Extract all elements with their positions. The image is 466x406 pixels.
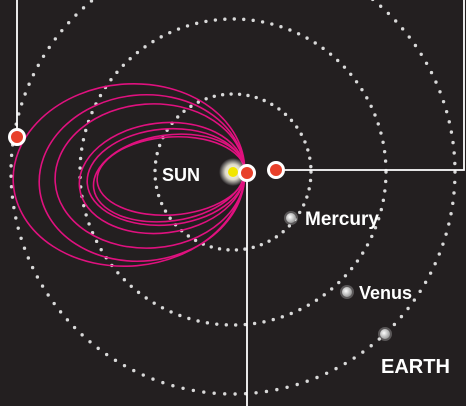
venus-orbit [78,17,388,327]
venus-label: Venus [359,283,412,303]
probe-loop [38,93,246,263]
position-marker-icon [267,161,285,179]
mercury-orbit [153,92,313,252]
probe-orbit [12,82,246,268]
position-marker-icon [238,164,256,182]
leader-line-orbit [276,0,465,171]
earth-label: EARTH [381,356,450,378]
venus-planet-icon [340,285,354,299]
sun-icon [219,158,247,186]
leader-lines [16,0,465,406]
earth-planet-icon [378,327,392,341]
mercury-label: Mercury [305,209,379,230]
position-marker-icon [8,128,26,146]
earth-orbit [9,0,457,396]
probe-loop [12,82,246,268]
sun-label: SUN [162,165,200,185]
mercury-planet-icon [284,211,298,225]
planet-orbits [9,0,457,396]
